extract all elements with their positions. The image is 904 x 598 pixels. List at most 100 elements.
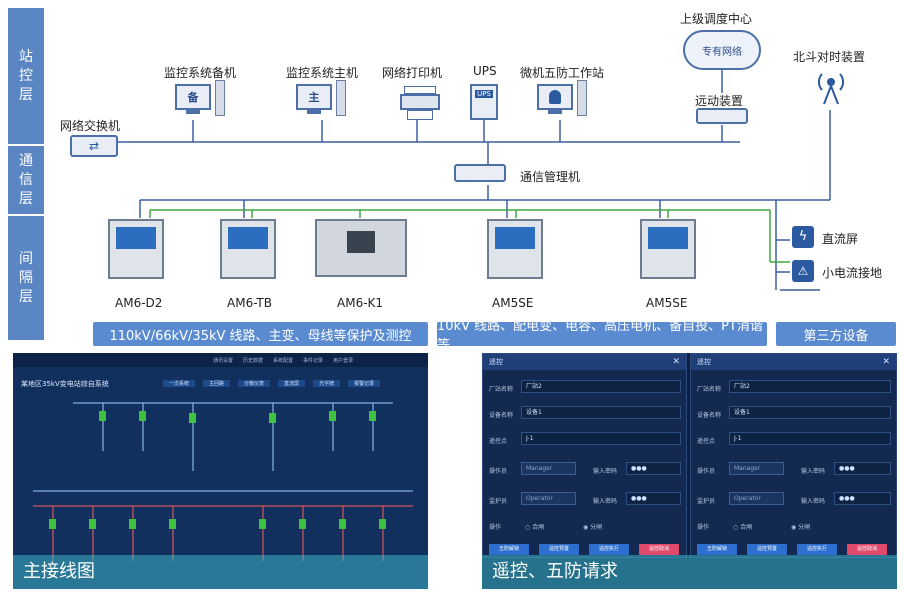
- toolbar-item[interactable]: 系统配置: [273, 357, 294, 364]
- cancel-button[interactable]: 遥控取消: [847, 544, 887, 555]
- operator-select[interactable]: Manager: [521, 462, 576, 475]
- point-field[interactable]: J-1: [729, 432, 891, 445]
- radio-close[interactable]: ○ 合闸: [733, 524, 753, 531]
- dispatch-center-label: 上级调度中心: [680, 12, 753, 26]
- guardian-password[interactable]: ●●●: [626, 492, 681, 505]
- close-icon[interactable]: ✕: [672, 357, 680, 367]
- preset-button[interactable]: 遥控预置: [747, 544, 787, 555]
- operator-select[interactable]: Manager: [729, 462, 784, 475]
- cancel-button[interactable]: 遥控取消: [639, 544, 679, 555]
- toolbar-item[interactable]: 通讯设置: [213, 357, 234, 364]
- warning-icon: ⚠: [792, 260, 814, 282]
- scada-tab[interactable]: 报警记录: [348, 380, 381, 387]
- third-party-band: 第三方设备: [776, 322, 896, 346]
- scada-tab[interactable]: 光字牌: [313, 380, 341, 387]
- dc-panel-icon: ϟ: [792, 226, 814, 248]
- scada-tab[interactable]: 分散仪表: [238, 380, 271, 387]
- remote-unit-label: 远动装置: [695, 94, 744, 108]
- antenna-icon: [818, 68, 844, 108]
- open-option: 分闸: [590, 524, 603, 531]
- password-label: 输入密码: [801, 468, 826, 475]
- guardian-label: 监护员: [489, 498, 508, 505]
- hv-band: 110kV/66kV/35kV 线路、主变、母线等保护及测控: [93, 322, 428, 346]
- single-line-diagram: [33, 402, 413, 561]
- radio-close[interactable]: ○ 合闸: [525, 524, 545, 531]
- station-label: 厂站名称: [697, 386, 722, 393]
- station-field[interactable]: 厂站2: [521, 380, 681, 393]
- operator-password[interactable]: ●●●: [626, 462, 681, 475]
- main-wiring-caption: 主接线图: [13, 555, 428, 589]
- remote-dialog-left: 遥控✕ 厂站名称 厂站2 设备名称 设备1 遥控点 J-1 操作员 Manage…: [482, 353, 687, 558]
- beidou-label: 北斗对时装置: [793, 50, 866, 64]
- five-prevention-label: 微机五防工作站: [520, 66, 605, 80]
- relay-am6-k1-icon: [315, 219, 407, 277]
- backup-host-label: 监控系统备机: [164, 66, 237, 80]
- relay-am6-tb-icon: [220, 219, 276, 279]
- bay-device-label: AM6-TB: [227, 296, 272, 310]
- password-label: 输入密码: [593, 468, 618, 475]
- bay-device-label: AM5SE: [646, 296, 688, 310]
- switch-label: 网络交换机: [60, 119, 121, 133]
- main-host-label: 监控系统主机: [286, 66, 359, 80]
- guardian-label: 监护员: [697, 498, 716, 505]
- private-network-label: 专有网络: [702, 46, 742, 58]
- remote-control-screenshot: 遥控✕ 厂站名称 厂站2 设备名称 设备1 遥控点 J-1 操作员 Manage…: [482, 353, 897, 589]
- small-current-label: 小电流接地: [822, 266, 883, 280]
- relay-am6-d2-icon: [108, 219, 164, 279]
- relay-am5se-2-icon: [640, 219, 696, 279]
- main-mark: 主: [308, 91, 320, 104]
- radio-open[interactable]: ◉ 分闸: [791, 524, 811, 531]
- five-prevention-icon: [537, 80, 587, 116]
- station-field[interactable]: 厂站2: [729, 380, 891, 393]
- guardian-select[interactable]: Operator: [729, 492, 784, 505]
- layer-label: 通 信 层: [19, 152, 33, 207]
- action-label: 操作: [697, 524, 710, 531]
- station-label: 厂站名称: [489, 386, 514, 393]
- scada-tab[interactable]: 主回路: [203, 380, 231, 387]
- comm-manager-icon: [454, 164, 506, 182]
- close-option: 合闸: [532, 524, 545, 531]
- cloud-icon: 专有网络: [683, 30, 761, 70]
- open-option: 分闸: [798, 524, 811, 531]
- toolbar-item[interactable]: 用户登录: [333, 357, 354, 364]
- comm-manager-label: 通信管理机: [520, 170, 581, 184]
- scada-tabs: 一次系统 主回路 分散仪表 直流屏 光字牌 报警记录: [163, 380, 381, 387]
- scada-tab[interactable]: 直流屏: [278, 380, 306, 387]
- action-label: 操作: [489, 524, 502, 531]
- guardian-select[interactable]: Operator: [521, 492, 576, 505]
- device-field[interactable]: 设备1: [729, 406, 891, 419]
- scada-tab[interactable]: 一次系统: [163, 380, 196, 387]
- switch-icon: ⇄: [70, 135, 118, 157]
- remote-unit-icon: [696, 108, 748, 124]
- execute-button[interactable]: 遥控执行: [589, 544, 629, 555]
- main-wiring-screenshot: 通讯设置 历史数据 系统配置 事件记录 用户登录 某地区35kV变电站综自系统 …: [13, 353, 428, 589]
- point-label: 遥控点: [489, 438, 508, 445]
- printer-icon: [400, 86, 440, 120]
- execute-button[interactable]: 遥控执行: [797, 544, 837, 555]
- dc-panel-label: 直流屏: [822, 232, 859, 246]
- layer-label: 站 控 层: [19, 48, 33, 103]
- lv-band: 10kV 线路、配电变、电容、高压电机、备自投、PT消谐等: [437, 319, 767, 353]
- unlock-button[interactable]: 五防解锁: [697, 544, 737, 555]
- toolbar-item[interactable]: 历史数据: [243, 357, 264, 364]
- radio-open[interactable]: ◉ 分闸: [583, 524, 603, 531]
- unlock-button[interactable]: 五防解锁: [489, 544, 529, 555]
- layer-communication: 通 信 层: [8, 146, 44, 216]
- backup-mark: 备: [187, 91, 199, 104]
- device-field[interactable]: 设备1: [521, 406, 681, 419]
- password-label: 输入密码: [801, 498, 826, 505]
- ups-icon: UPS: [470, 84, 498, 120]
- ups-mark: UPS: [475, 90, 493, 98]
- operator-password[interactable]: ●●●: [834, 462, 891, 475]
- bay-device-label: AM6-D2: [115, 296, 163, 310]
- preset-button[interactable]: 遥控预置: [539, 544, 579, 555]
- guardian-password[interactable]: ●●●: [834, 492, 891, 505]
- printer-label: 网络打印机: [382, 66, 443, 80]
- point-field[interactable]: J-1: [521, 432, 681, 445]
- scada-toolbar: 通讯设置 历史数据 系统配置 事件记录 用户登录: [13, 353, 428, 367]
- close-icon[interactable]: ✕: [882, 357, 890, 367]
- toolbar-item[interactable]: 事件记录: [303, 357, 324, 364]
- scada-title: 某地区35kV变电站综自系统: [21, 380, 109, 388]
- layer-label: 间 隔 层: [19, 250, 33, 305]
